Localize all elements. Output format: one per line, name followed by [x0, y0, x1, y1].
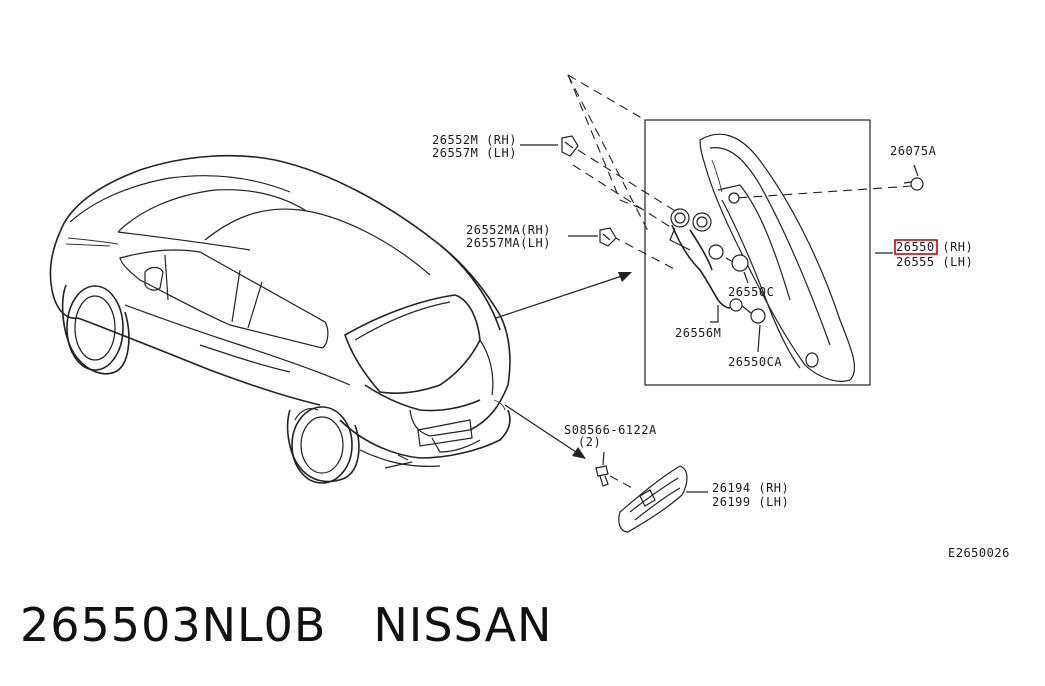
clip-26552m [561, 135, 579, 157]
callout-26550c: 26550C [728, 285, 774, 299]
callout-26555-lh: 26555 (LH) [896, 255, 973, 269]
callout-26550ca: 26550CA [728, 355, 782, 369]
rear-combination-lamp [699, 133, 856, 382]
callout-26556m: 26556M [675, 326, 721, 340]
callout-26552m-rh: 26552M (RH) [432, 133, 517, 147]
callout-26075a: 26075A [890, 144, 937, 158]
car-illustration [49, 154, 511, 484]
screw-08566 [595, 451, 609, 487]
harness-and-sockets [669, 208, 766, 324]
nut-26075a [903, 177, 924, 191]
part-number: 265503NL0B [20, 598, 327, 652]
part-title: 265503NL0B NISSAN [20, 598, 552, 652]
clip-26552ma [599, 227, 617, 247]
callout-26550-rh: 26550 (RH) [896, 240, 973, 254]
side-marker-lamp [618, 465, 688, 533]
callout-26552ma-rh: 26552MA(RH) [466, 223, 551, 237]
part-highlight-box [894, 239, 938, 255]
brand-name: NISSAN [373, 598, 553, 652]
diagram-code: E2650026 [948, 546, 1010, 560]
detail-frame [644, 119, 871, 386]
callout-08566-6122a: S08566-6122A [564, 423, 657, 437]
callout-quantity: (2) [578, 435, 601, 449]
callout-26557m-lh: 26557M (LH) [432, 146, 517, 160]
callout-26194-rh: 26194 (RH) [712, 481, 789, 495]
callout-26199-lh: 26199 (LH) [712, 495, 789, 509]
callout-26557ma-lh: 26557MA(LH) [466, 236, 551, 250]
